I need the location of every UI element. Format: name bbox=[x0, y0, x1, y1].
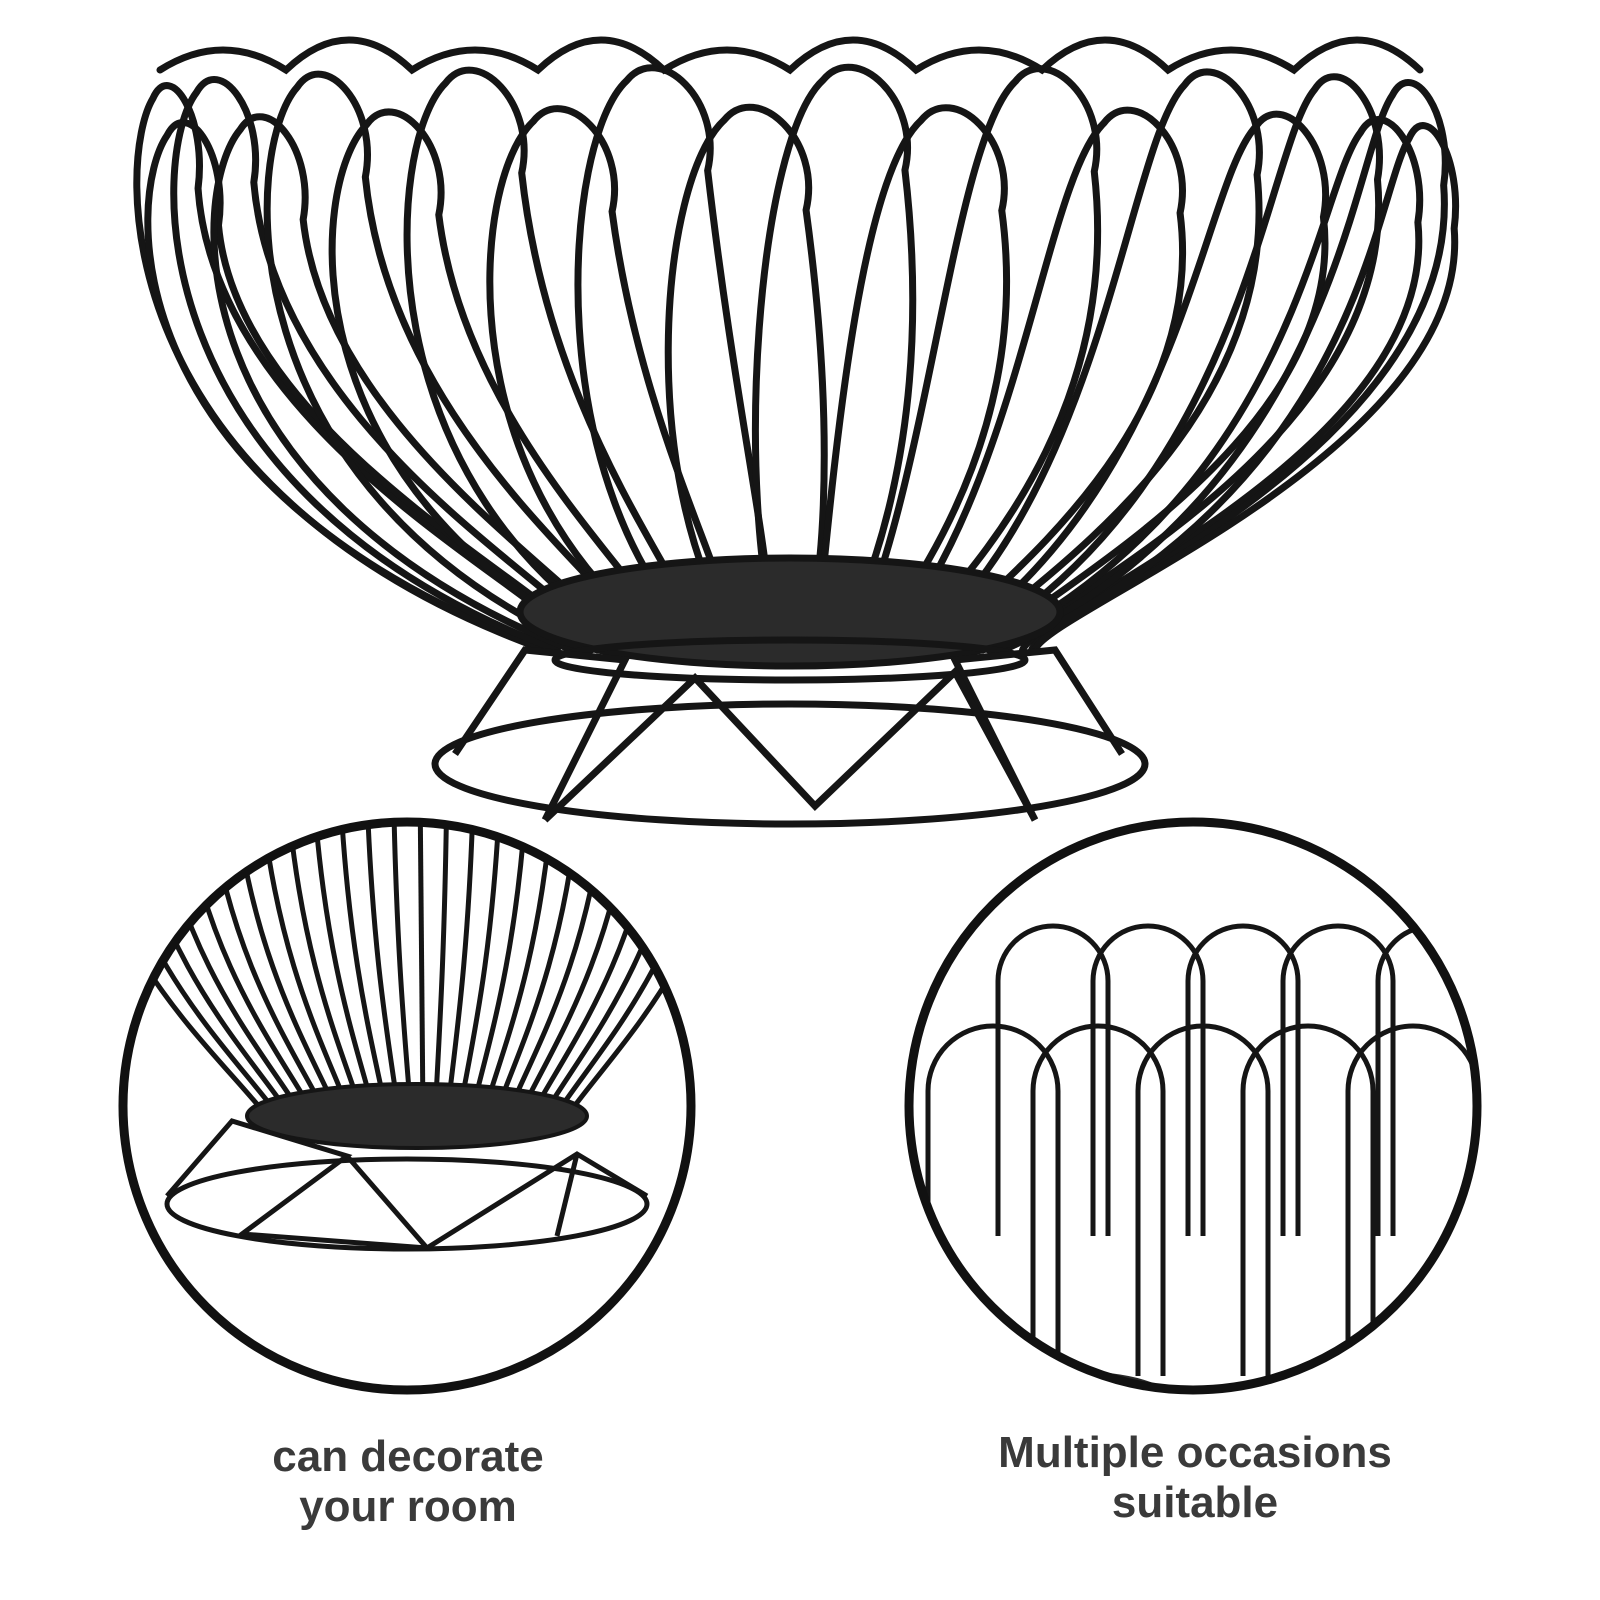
base-plate bbox=[516, 554, 1064, 670]
wire-spoke bbox=[123, 822, 269, 1118]
wire-spoke bbox=[564, 822, 691, 1118]
wire-loop bbox=[811, 104, 1010, 654]
wire-arch bbox=[925, 1023, 1061, 1376]
wire-spoke bbox=[552, 822, 691, 1118]
wire-arch bbox=[1135, 1023, 1271, 1376]
foot-ring bbox=[164, 1156, 650, 1252]
caption-decorate: can decorate your room bbox=[128, 1432, 688, 1532]
detail-ring bbox=[904, 817, 1482, 1395]
wire-loops bbox=[133, 36, 1459, 654]
foot-legs bbox=[452, 646, 631, 822]
wire-loop bbox=[170, 76, 602, 654]
wire-arch bbox=[1280, 923, 1396, 1236]
detail-circle-rim bbox=[904, 817, 1482, 1395]
wire-loop bbox=[978, 116, 1424, 654]
wire-loop bbox=[210, 113, 620, 654]
bowl-base bbox=[431, 554, 1149, 828]
wire-spoke bbox=[417, 822, 426, 1117]
wire-arch bbox=[1090, 923, 1206, 1236]
wire-arch bbox=[1030, 1023, 1166, 1376]
wire-loop bbox=[999, 122, 1459, 654]
wire-loop bbox=[937, 110, 1329, 654]
foot-ring bbox=[431, 700, 1149, 828]
wire-arch bbox=[995, 923, 1111, 1236]
wire-loop bbox=[328, 108, 671, 654]
wire-loop bbox=[664, 103, 828, 654]
foot-legs bbox=[542, 666, 1039, 823]
caption-line: suitable bbox=[1111, 1478, 1279, 1527]
caption-line: can decorate bbox=[272, 1432, 544, 1481]
rim-wave bbox=[156, 36, 1424, 75]
caption-occasions: Multiple occasions suitable bbox=[915, 1428, 1475, 1528]
plate-rim bbox=[551, 636, 1029, 684]
product-image bbox=[133, 36, 1459, 828]
caption-line: Multiple occasions bbox=[998, 1428, 1392, 1477]
wire-loop bbox=[751, 63, 917, 654]
detail-ring bbox=[118, 817, 696, 1395]
wire-loop bbox=[486, 105, 736, 654]
detail-circle-base bbox=[118, 817, 696, 1395]
wire-loop bbox=[910, 68, 1263, 654]
wire-spoke bbox=[123, 822, 281, 1118]
wire-arch bbox=[1240, 1023, 1376, 1376]
caption-line: your room bbox=[299, 1482, 517, 1531]
base-plate bbox=[245, 1082, 589, 1150]
wire-arch bbox=[1185, 923, 1301, 1236]
wire-loop bbox=[403, 66, 702, 654]
wire-loop bbox=[846, 65, 1102, 654]
wire-loop bbox=[263, 70, 644, 654]
wire-loop bbox=[992, 79, 1449, 654]
